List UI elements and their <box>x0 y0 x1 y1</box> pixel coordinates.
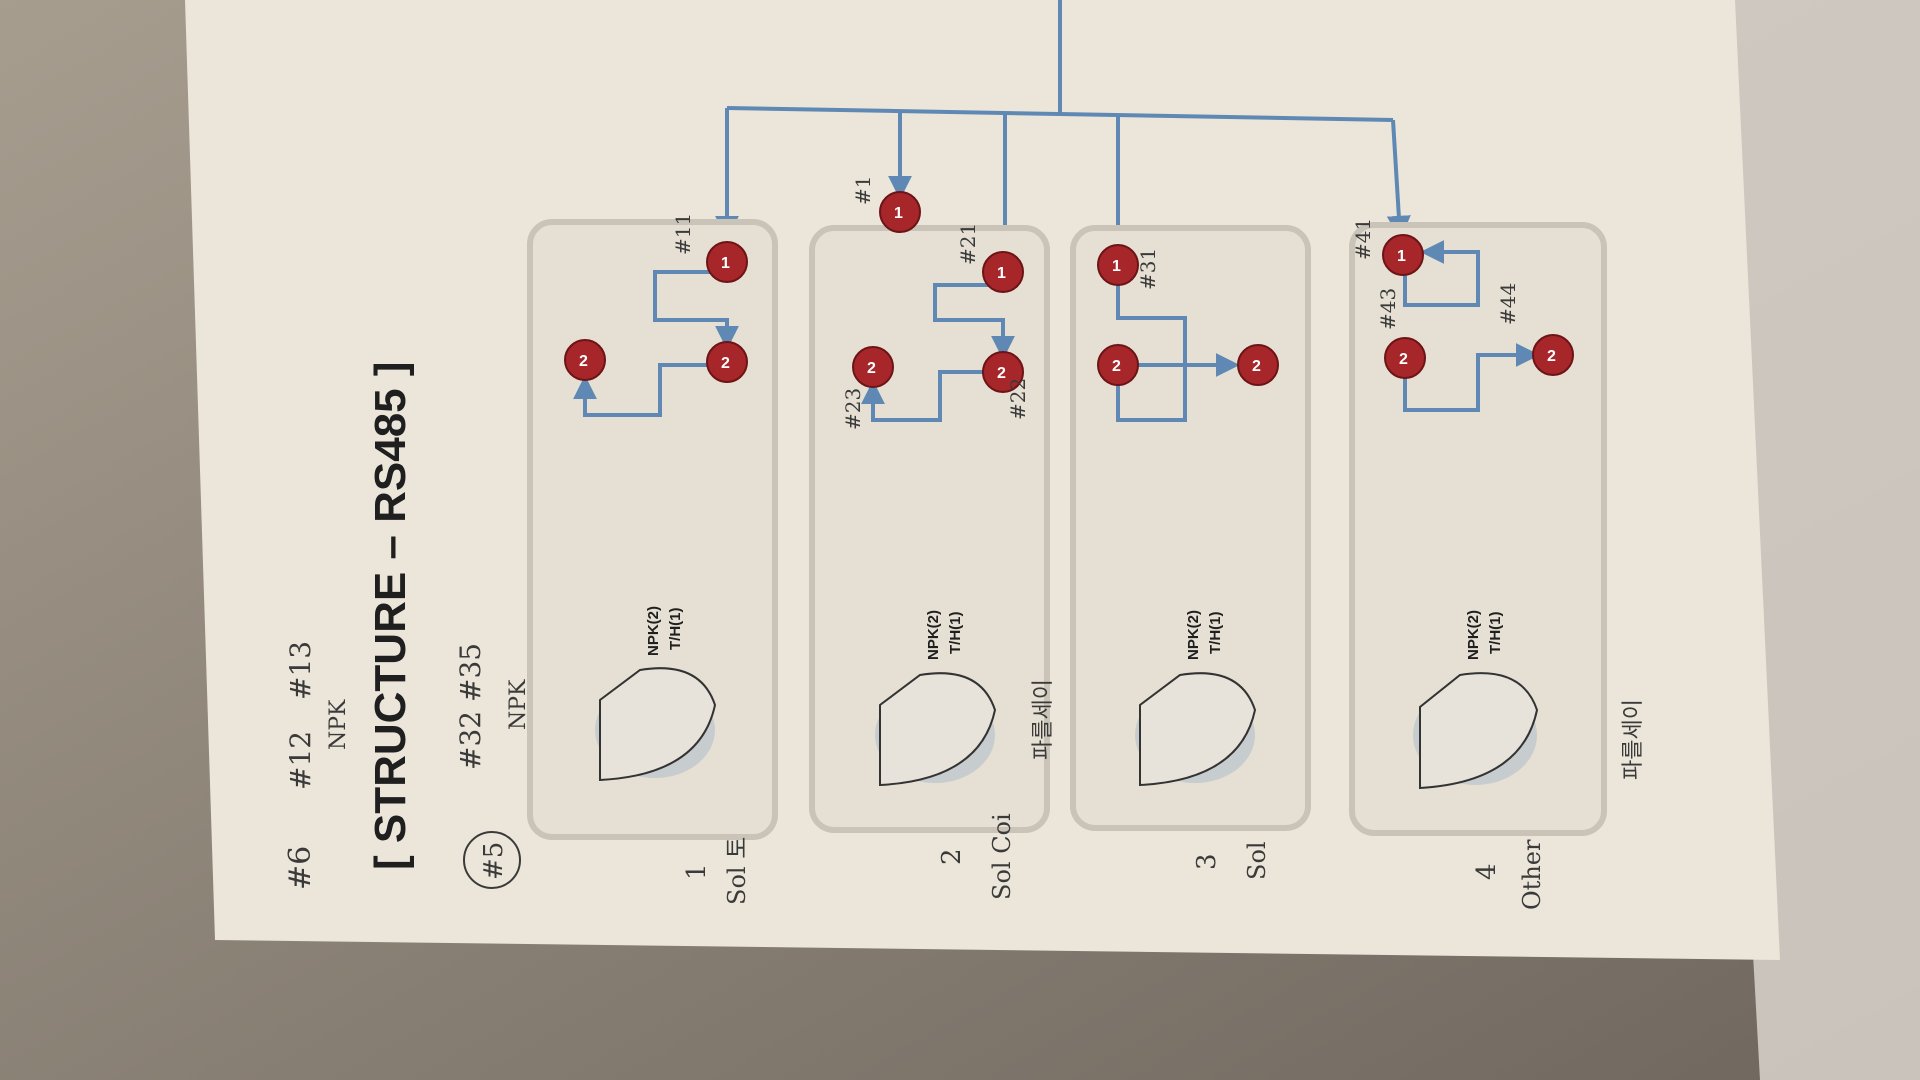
note-npk-top: NPK <box>326 699 351 750</box>
sensor-node-npk-zone2a <box>982 351 1024 393</box>
node-label: 2 <box>721 355 730 372</box>
th-label: T/H(1) <box>667 608 684 651</box>
greenhouse-icon <box>1419 672 1539 790</box>
th-label: T/H(1) <box>947 612 964 655</box>
node-label: 2 <box>867 360 876 377</box>
zone1-number: 1 <box>682 863 712 880</box>
th-label: T/H(1) <box>1207 612 1224 655</box>
zone2-id-extra: #1 <box>851 176 875 205</box>
sensor-node-npk-zone1b <box>564 339 606 381</box>
zone-panel-4 <box>1349 222 1607 836</box>
sensor-node-th-zone1 <box>706 241 748 283</box>
node-label: 1 <box>1112 258 1121 275</box>
node-label: 2 <box>1547 348 1556 365</box>
zone4-id-41: #41 <box>1351 218 1375 260</box>
circle-mark <box>463 831 521 889</box>
sensor-node-th-zone3 <box>1097 244 1139 286</box>
sensor-node-th-zone4 <box>1382 234 1424 276</box>
npk-label: NPK(2) <box>1465 610 1482 660</box>
zone3-label: Sol <box>1243 841 1271 880</box>
zone4-id-43: #43 <box>1376 288 1400 330</box>
npk-label: NPK(2) <box>1185 610 1202 660</box>
npk-label: NPK(2) <box>645 606 662 656</box>
node-label: 1 <box>721 255 730 272</box>
sensor-node-npk-zone4b <box>1532 334 1574 376</box>
greenhouse-icon <box>879 672 997 787</box>
sensor-node-npk-zone2b <box>852 346 894 388</box>
zone-4-nodes: 1 2 2 <box>1382 234 1574 379</box>
sensor-node-npk-zone3b <box>1237 344 1279 386</box>
zone-1-nodes: 1 2 2 <box>564 241 748 383</box>
sensor-node-npk-zone4a <box>1384 337 1426 379</box>
note-tag-6: #6 <box>283 846 318 890</box>
zone2-id-22: #22 <box>1006 378 1030 420</box>
zone2-note: 파를세이 <box>1031 679 1056 760</box>
note-codes-mid: #32 #35 <box>454 643 487 770</box>
zone2-id-21: #21 <box>956 223 980 265</box>
zone2-id-23: #23 <box>841 388 865 430</box>
node-label: 2 <box>1399 351 1408 368</box>
greenhouse-icon <box>599 667 717 782</box>
node-label: 2 <box>1112 358 1121 375</box>
sensor-node-th-zone2 <box>982 251 1024 293</box>
sensor-node-extra <box>879 191 921 233</box>
zone1-id-11: #11 <box>671 213 695 255</box>
note-code-13: #13 <box>284 641 317 700</box>
greenhouse-group: NPK(2) T/H(1) NPK(2) T/H(1) NPK(2) T/H(1… <box>595 606 1539 790</box>
note-npk-mid: NPK <box>506 679 531 730</box>
zone2-label: Sol Coi <box>988 813 1016 900</box>
zone4-number: 4 <box>1472 863 1502 880</box>
npk-label: NPK(2) <box>925 610 942 660</box>
node-label: 2 <box>579 353 588 370</box>
handwritten-annotations: #6 #12 #13 NPK #5 #32 #35 NPK 1 Sol 토 #1… <box>283 176 1646 910</box>
note-code-12: #12 <box>284 731 317 790</box>
zone3-number: 3 <box>1192 853 1222 870</box>
sensor-node-npk-zone3a <box>1097 344 1139 386</box>
greenhouse-icon <box>1139 672 1257 787</box>
node-label: 1 <box>1397 248 1406 265</box>
zone1-label: Sol 토 <box>723 837 751 905</box>
node-label: 1 <box>997 265 1006 282</box>
zone-4-wiring <box>1403 240 1540 412</box>
zone3-id-31: #31 <box>1136 248 1160 290</box>
zone-3-nodes: 1 2 2 <box>1097 244 1279 386</box>
zone4-label: Other <box>1518 839 1546 910</box>
zone2-number: 2 <box>937 848 967 865</box>
node-label: 1 <box>894 205 903 222</box>
note-tag-5: #5 <box>479 842 509 880</box>
zone-2-nodes: 1 1 2 2 <box>852 191 1024 393</box>
th-label: T/H(1) <box>1487 612 1504 655</box>
zone4-id-44: #44 <box>1496 283 1520 325</box>
node-label: 2 <box>1252 358 1261 375</box>
node-label: 2 <box>997 365 1006 382</box>
zone4-note: 파를세이 <box>1621 699 1646 780</box>
page-title: [ STRUCTURE – RS485 ] <box>366 361 415 870</box>
sensor-node-npk-zone1a <box>706 341 748 383</box>
